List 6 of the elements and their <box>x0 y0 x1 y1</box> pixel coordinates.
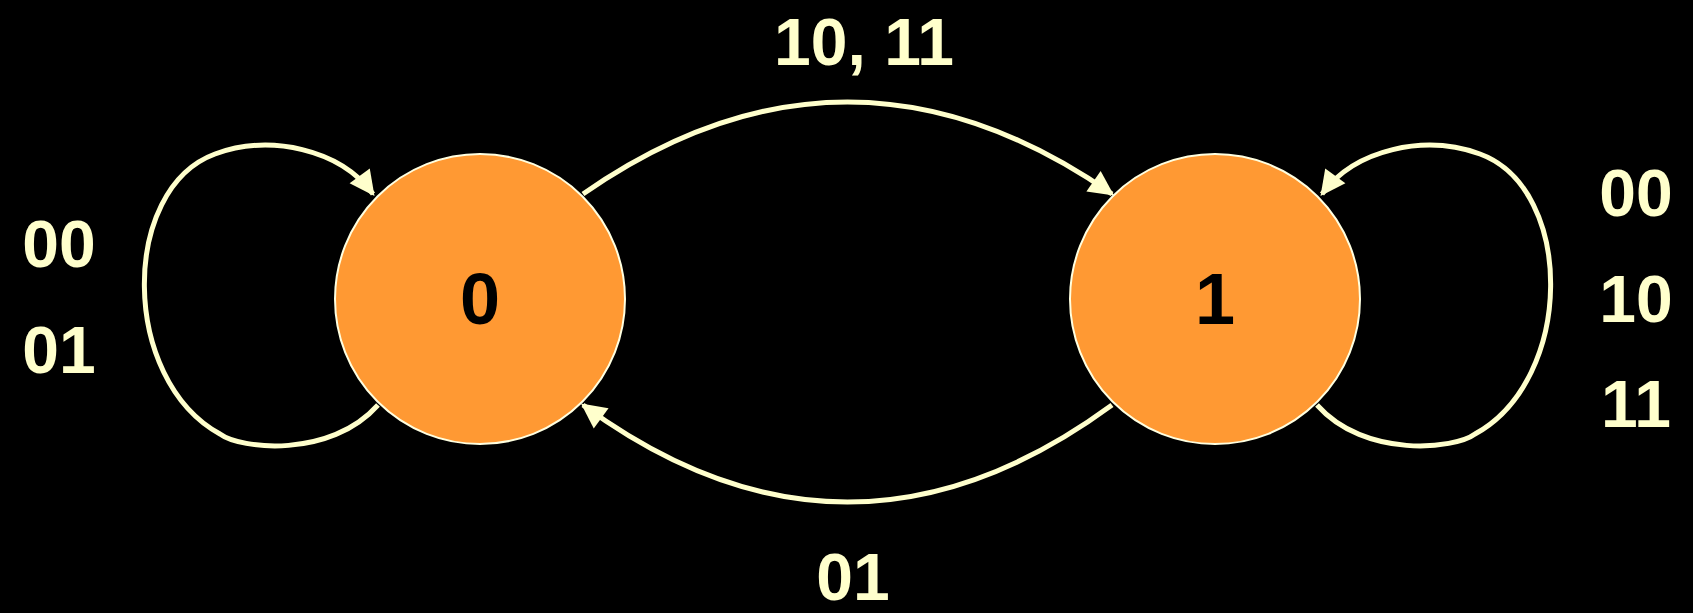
arrow <box>580 402 1114 505</box>
state-label: 0 <box>459 263 500 335</box>
arrow <box>581 99 1115 197</box>
state-label: 1 <box>1194 263 1235 335</box>
self-loop-arrow <box>142 143 380 449</box>
self-loop-arrow <box>1315 143 1553 449</box>
